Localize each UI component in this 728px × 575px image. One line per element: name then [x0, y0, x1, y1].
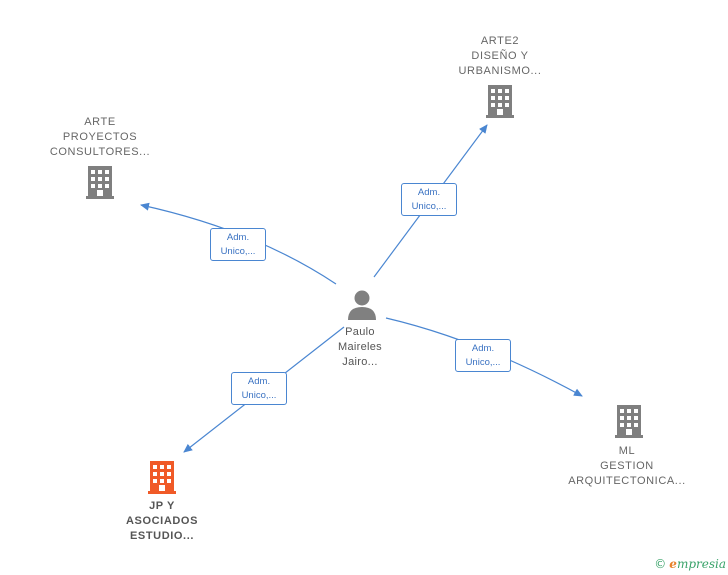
company-name-line: JP Y: [149, 500, 175, 512]
brand-name: mpresia: [676, 557, 726, 571]
company-name-line: ARTE: [84, 116, 116, 128]
building-icon[interactable]: [486, 85, 514, 118]
building-icon[interactable]: [86, 166, 114, 199]
edge-role-line: Adm.: [417, 187, 441, 198]
edge-label-ml[interactable]: Adm. Unico,...: [455, 339, 511, 372]
edge-label-arte2[interactable]: Adm. Unico,...: [401, 183, 457, 216]
company-name-line: URBANISMO...: [458, 65, 542, 77]
company-name-line: CONSULTORES...: [49, 146, 151, 158]
company-label-arte[interactable]: ARTE PROYECTOS CONSULTORES...: [40, 115, 160, 160]
person-name-line: Maireles: [338, 341, 382, 353]
person-name-line: Jairo...: [342, 356, 378, 368]
company-name-line: ARTE2: [480, 35, 520, 47]
person-label[interactable]: Paulo Maireles Jairo...: [312, 325, 408, 370]
company-name-line: ARQUITECTONICA...: [568, 475, 686, 487]
company-name-line: PROYECTOS: [62, 131, 138, 143]
company-name-line: GESTION: [600, 460, 654, 472]
company-label-jp[interactable]: JP Y ASOCIADOS ESTUDIO...: [102, 499, 222, 544]
company-name-line: DISEÑO Y: [471, 50, 529, 62]
edge-role-line: Unico,...: [411, 201, 447, 212]
edge-role-line: Unico,...: [465, 357, 501, 368]
copyright-symbol: ©: [654, 557, 667, 571]
company-label-ml[interactable]: ML GESTION ARQUITECTONICA...: [560, 444, 694, 489]
person-icon[interactable]: [348, 290, 376, 321]
edge-role-line: Unico,...: [220, 246, 256, 257]
company-label-arte2[interactable]: ARTE2 DISEÑO Y URBANISMO...: [440, 34, 560, 79]
brand-footer: ©empresia: [654, 557, 726, 571]
person-name-line: Paulo: [345, 326, 375, 338]
edge-label-jp[interactable]: Adm. Unico,...: [231, 372, 287, 405]
building-icon-highlighted[interactable]: [148, 461, 176, 494]
edge-role-line: Unico,...: [241, 390, 277, 401]
building-icon[interactable]: [615, 405, 643, 438]
edge-role-line: Adm.: [247, 376, 271, 387]
edge-label-arte[interactable]: Adm. Unico,...: [210, 228, 266, 261]
company-name-line: ASOCIADOS: [125, 515, 199, 527]
brand-initial: e: [669, 557, 677, 571]
company-name-line: ML: [618, 445, 636, 457]
company-name-line: ESTUDIO...: [129, 530, 195, 542]
edge-role-line: Adm.: [471, 343, 495, 354]
edge-role-line: Adm.: [226, 232, 250, 243]
